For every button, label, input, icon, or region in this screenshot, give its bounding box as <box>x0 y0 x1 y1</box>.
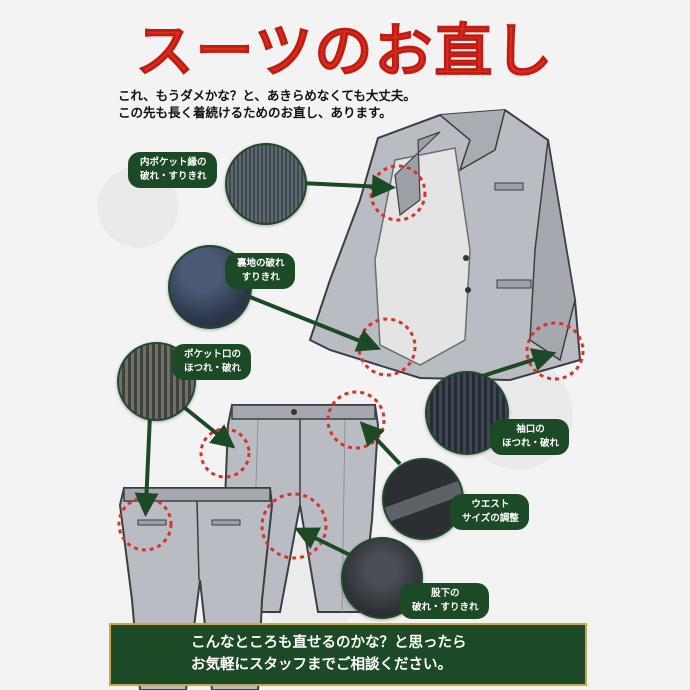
callout-line: 内ポケット縁の <box>140 157 207 168</box>
callout-line: すりきれ <box>241 272 280 283</box>
callout-line: ほつれ・破れ <box>502 438 560 449</box>
intro-line-1: これ、もうダメかな？と、あきらめなくても大丈夫。 <box>118 88 416 103</box>
callout-line: 裏地の破れ <box>237 258 285 269</box>
callout-line: ほつれ・破れ <box>184 363 242 374</box>
footer-line-1: こんなところも直せるのかな？と思ったら <box>191 635 467 651</box>
pocket-opening-closeup-photo <box>117 342 196 421</box>
intro-line-2: この先も長く着続けるためのお直し、あります。 <box>118 105 392 120</box>
callout-line: 股下の <box>431 588 460 599</box>
arrow-lining <box>244 293 382 352</box>
footer-line-2: お気軽にスタッフまでご相談ください。 <box>191 657 452 673</box>
marker-sleeve <box>525 321 585 381</box>
inner-pocket-closeup-photo <box>225 143 307 225</box>
callout-line: ウエスト <box>471 499 510 510</box>
arrow-back-pocket <box>134 414 159 517</box>
arrow-inseam <box>294 527 353 558</box>
callout-line: 破れ・すりきれ <box>412 602 479 613</box>
marker-inseam <box>260 492 328 560</box>
footer-message-box: こんなところも直せるのかな？と思ったら お気軽にスタッフまでご相談ください。 <box>109 623 587 686</box>
marker-waist <box>326 390 386 450</box>
callout-line: サイズの調整 <box>462 513 519 524</box>
callout-line: ポケット口の <box>184 349 242 360</box>
callout-lining: 裏地の破れ すりきれ <box>225 253 295 289</box>
callout-line: 破れ・すりきれ <box>140 171 207 182</box>
callout-sleeve: 袖口の ほつれ・破れ <box>490 419 570 455</box>
callout-inner-pocket: 内ポケット縁の 破れ・すりきれ <box>128 152 217 188</box>
arrow-inner-pocket <box>299 174 396 199</box>
marker-lining <box>357 317 417 377</box>
jacket-illustration <box>308 108 582 382</box>
intro-text: これ、もうダメかな？と、あきらめなくても大丈夫。 この先も長く着続けるためのお直… <box>118 87 416 121</box>
waist-closeup-photo <box>382 458 464 540</box>
callout-waist: ウエスト サイズの調整 <box>450 494 529 530</box>
callout-pocket-opening: ポケット口の ほつれ・破れ <box>172 344 252 380</box>
arrow-pocket-opening <box>183 406 236 449</box>
marker-inner-pocket <box>369 164 427 222</box>
arrow-waist <box>359 421 402 466</box>
callout-inseam: 股下の 破れ・すりきれ <box>400 583 489 619</box>
page-title: スーツのお直し <box>135 17 555 86</box>
callout-line: 袖口の <box>516 424 545 435</box>
